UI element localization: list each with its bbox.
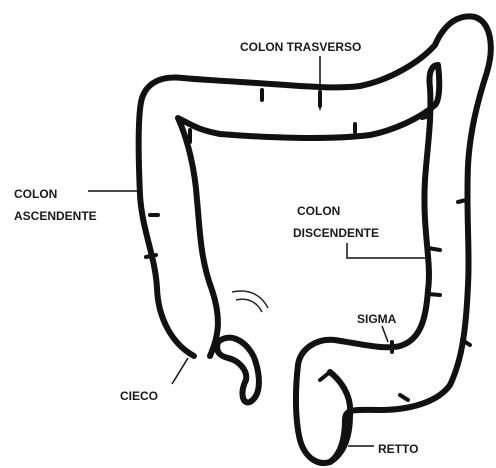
leader-sigma [382,326,388,342]
label-colon-ascendente-line1: COLON [14,185,57,203]
leader-cieco [172,358,188,384]
label-retto: RETTO [378,440,418,458]
label-colon-discendente-line1: COLON [297,202,340,220]
label-sigma: SIGMA [357,310,396,328]
label-cieco: CIECO [120,387,158,405]
label-colon-discendente-line2: DISCENDENTE [293,224,379,242]
leader-colon-discendente [347,243,430,258]
rectum-outline [330,372,350,462]
label-colon-trasverso: COLON TRASVERSO [240,38,361,56]
cecum-outline [217,338,259,403]
label-colon-ascendente-line2: ASCENDENTE [14,207,97,225]
